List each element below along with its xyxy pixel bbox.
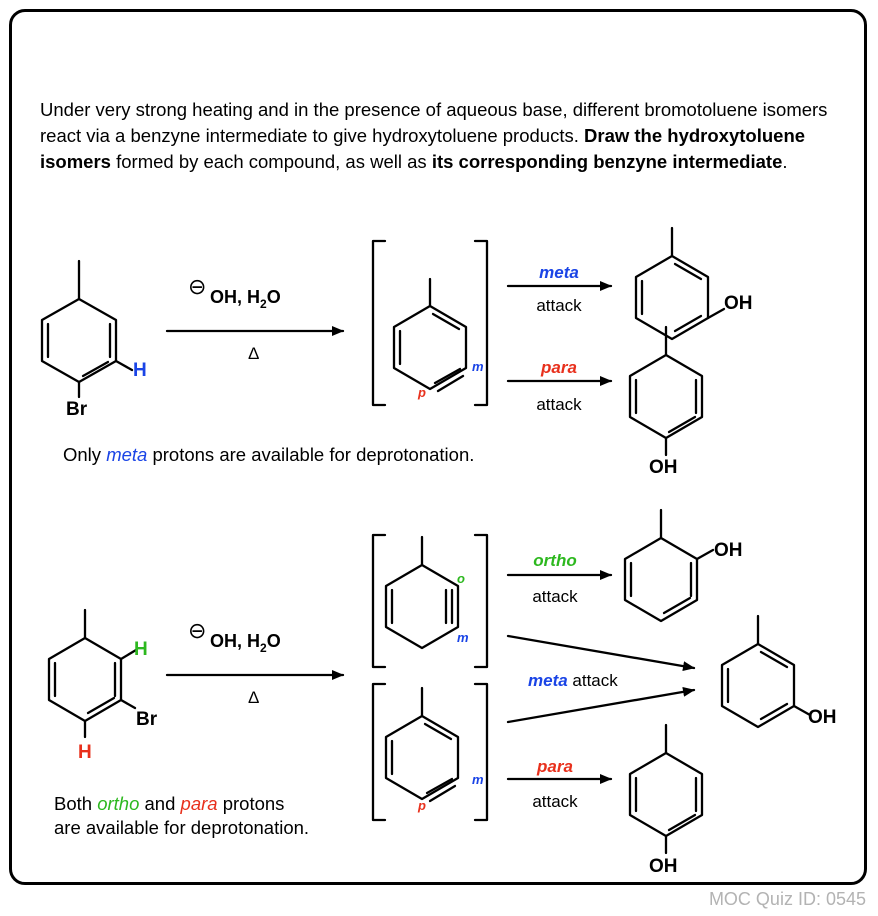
position-p-1: p (417, 385, 426, 400)
meta-attack-arrow-lower (506, 686, 696, 724)
reagents-2: ⊖ OH, H2O Δ (188, 618, 281, 707)
hydroxyl-label-1: OH (724, 293, 753, 314)
heat-symbol-2: Δ (248, 688, 259, 707)
heat-symbol-1: Δ (248, 344, 259, 363)
meta-label-1: meta (539, 263, 579, 282)
svg-text:OH, H2O: OH, H2O (210, 631, 281, 655)
ortho-hydrogen-label: H (134, 639, 148, 660)
4-bromotoluene-structure (40, 259, 134, 399)
bromine-label-2: Br (136, 709, 158, 730)
m-cresol-structure-1 (634, 226, 726, 341)
svg-text:OH, H2O: OH, H2O (210, 287, 281, 311)
hydroxyl-label-5: OH (649, 856, 678, 877)
meta-hydrogen-label: H (133, 360, 147, 381)
position-m-1: m (472, 359, 484, 374)
benzyne-intermediate-2 (384, 535, 460, 650)
position-m-3: m (472, 772, 484, 787)
p-cresol-structure-2 (628, 723, 704, 855)
hydroxide-charge-icon: ⊖ (188, 274, 206, 299)
benzyne-intermediate-3 (384, 686, 460, 803)
para-label-1: para (540, 358, 577, 377)
o-cresol-structure (623, 508, 715, 623)
attack-label-4: attack (532, 792, 578, 811)
meta-attack-label: meta attack (528, 671, 618, 690)
hydroxyl-label-4: OH (808, 707, 837, 728)
bracket-left-1 (371, 239, 387, 407)
hydroxide-charge-icon-2: ⊖ (188, 618, 206, 643)
meta-attack-arrow-upper (506, 634, 696, 672)
bromine-label-1: Br (66, 399, 88, 420)
bracket-right-2 (473, 533, 489, 669)
position-p-3: p (417, 798, 426, 813)
bracket-left-3 (371, 682, 387, 822)
bracket-right-3 (473, 682, 489, 822)
p-cresol-structure-1 (628, 325, 704, 457)
attack-label-2: attack (536, 395, 582, 414)
bracket-right-1 (473, 239, 489, 407)
attack-label-1: attack (536, 296, 582, 315)
position-m-2: m (457, 630, 469, 645)
hydroxyl-label-2: OH (649, 457, 678, 478)
quiz-card (9, 9, 867, 885)
note-meta-protons: Only meta protons are available for depr… (63, 444, 475, 465)
2-bromotoluene-structure (47, 608, 138, 739)
reagents-1: ⊖ OH, H2O Δ (188, 274, 281, 363)
benzyne-intermediate-1 (392, 277, 468, 393)
ortho-label: ortho (533, 551, 576, 570)
attack-label-3: attack (532, 587, 578, 606)
bracket-left-2 (371, 533, 387, 669)
m-cresol-structure-2 (720, 614, 812, 729)
para-hydrogen-label: H (78, 742, 92, 763)
question-text: Under very strong heating and in the pre… (40, 99, 828, 172)
para-label-2: para (536, 757, 573, 776)
quiz-id-footer: MOC Quiz ID: 0545 (708, 889, 866, 909)
hydroxyl-label-3: OH (714, 540, 743, 561)
position-o-2: o (457, 571, 465, 586)
